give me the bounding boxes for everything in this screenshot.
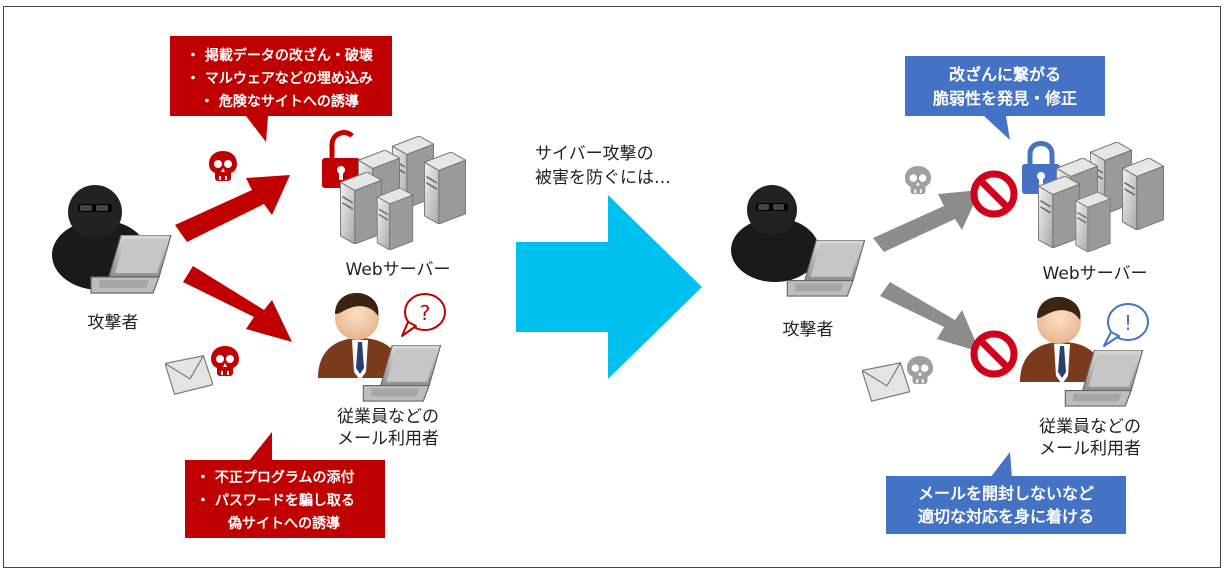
server-label: Webサーバー xyxy=(346,260,451,280)
attacker-label: 攻撃者 xyxy=(783,320,834,340)
email-envelope-icon xyxy=(165,355,213,395)
blocked-arrow-to-server xyxy=(873,190,980,252)
center-caption: サイバー攻撃の xyxy=(535,144,654,164)
server-label: Webサーバー xyxy=(1043,264,1148,284)
question-speech-bubble: ? xyxy=(401,293,446,337)
skull-icon xyxy=(906,356,934,384)
skull-icon xyxy=(904,166,932,194)
svg-text:改ざんに繋がる: 改ざんに繋がる xyxy=(949,65,1061,84)
svg-text:?: ? xyxy=(420,301,431,325)
email-envelope-icon xyxy=(862,362,910,402)
svg-text:・ 不正プログラムの添付: ・ 不正プログラムの添付 xyxy=(196,469,354,486)
employee-label: メール利用者 xyxy=(337,429,439,449)
employee-label: 従業員などの xyxy=(337,407,439,427)
svg-text:・ 掲載データの改ざん・破壊: ・ 掲載データの改ざん・破壊 xyxy=(186,47,374,64)
svg-text:・ 危険なサイトへの誘導: ・ 危険なサイトへの誘導 xyxy=(200,93,359,110)
exclamation-speech-bubble: ! xyxy=(1103,303,1149,347)
svg-text:偽サイトへの誘導: 偽サイトへの誘導 xyxy=(227,515,340,532)
skull-icon xyxy=(211,346,239,376)
left-bottom-callout: ・ 不正プログラムの添付 ・ パスワードを騙し取る 偽サイトへの誘導 xyxy=(185,432,385,538)
svg-text:!: ! xyxy=(1124,311,1132,335)
web-server-icon xyxy=(1038,142,1164,252)
employee-figure xyxy=(1020,296,1104,384)
svg-text:・ パスワードを騙し取る: ・ パスワードを騙し取る xyxy=(196,492,355,509)
employee-label: メール利用者 xyxy=(1039,439,1141,459)
svg-text:脆弱性を発見・修正: 脆弱性を発見・修正 xyxy=(933,89,1077,108)
skull-icon xyxy=(209,151,237,181)
center-caption: 被害を防ぐには… xyxy=(535,168,671,188)
employee-figure xyxy=(318,292,402,380)
attack-arrow-to-server xyxy=(175,175,290,242)
svg-text:メールを開封しないなど: メールを開封しないなど xyxy=(918,484,1094,503)
right-bottom-callout: メールを開封しないなど 適切な対応を身に着ける xyxy=(886,452,1126,534)
attacker-label: 攻撃者 xyxy=(88,313,139,333)
blocked-arrow-to-employee xyxy=(880,282,980,352)
attack-arrow-to-employee xyxy=(183,266,292,342)
right-top-callout: 改ざんに繋がる 脆弱性を発見・修正 xyxy=(905,56,1105,140)
prohibited-icon xyxy=(970,170,1018,218)
prohibited-icon xyxy=(970,330,1018,378)
left-top-callout: ・ 掲載データの改ざん・破壊 ・ マルウェアなどの埋め込み ・ 危険なサイトへの… xyxy=(170,36,392,142)
employee-label: 従業員などの xyxy=(1039,417,1141,437)
attacker-figure xyxy=(731,185,819,282)
svg-text:適切な対応を身に着ける: 適切な対応を身に着ける xyxy=(918,507,1094,526)
web-server-icon xyxy=(340,136,466,250)
svg-text:・ マルウェアなどの埋め込み: ・ マルウェアなどの埋め込み xyxy=(186,70,373,87)
big-transition-arrow xyxy=(516,195,702,379)
